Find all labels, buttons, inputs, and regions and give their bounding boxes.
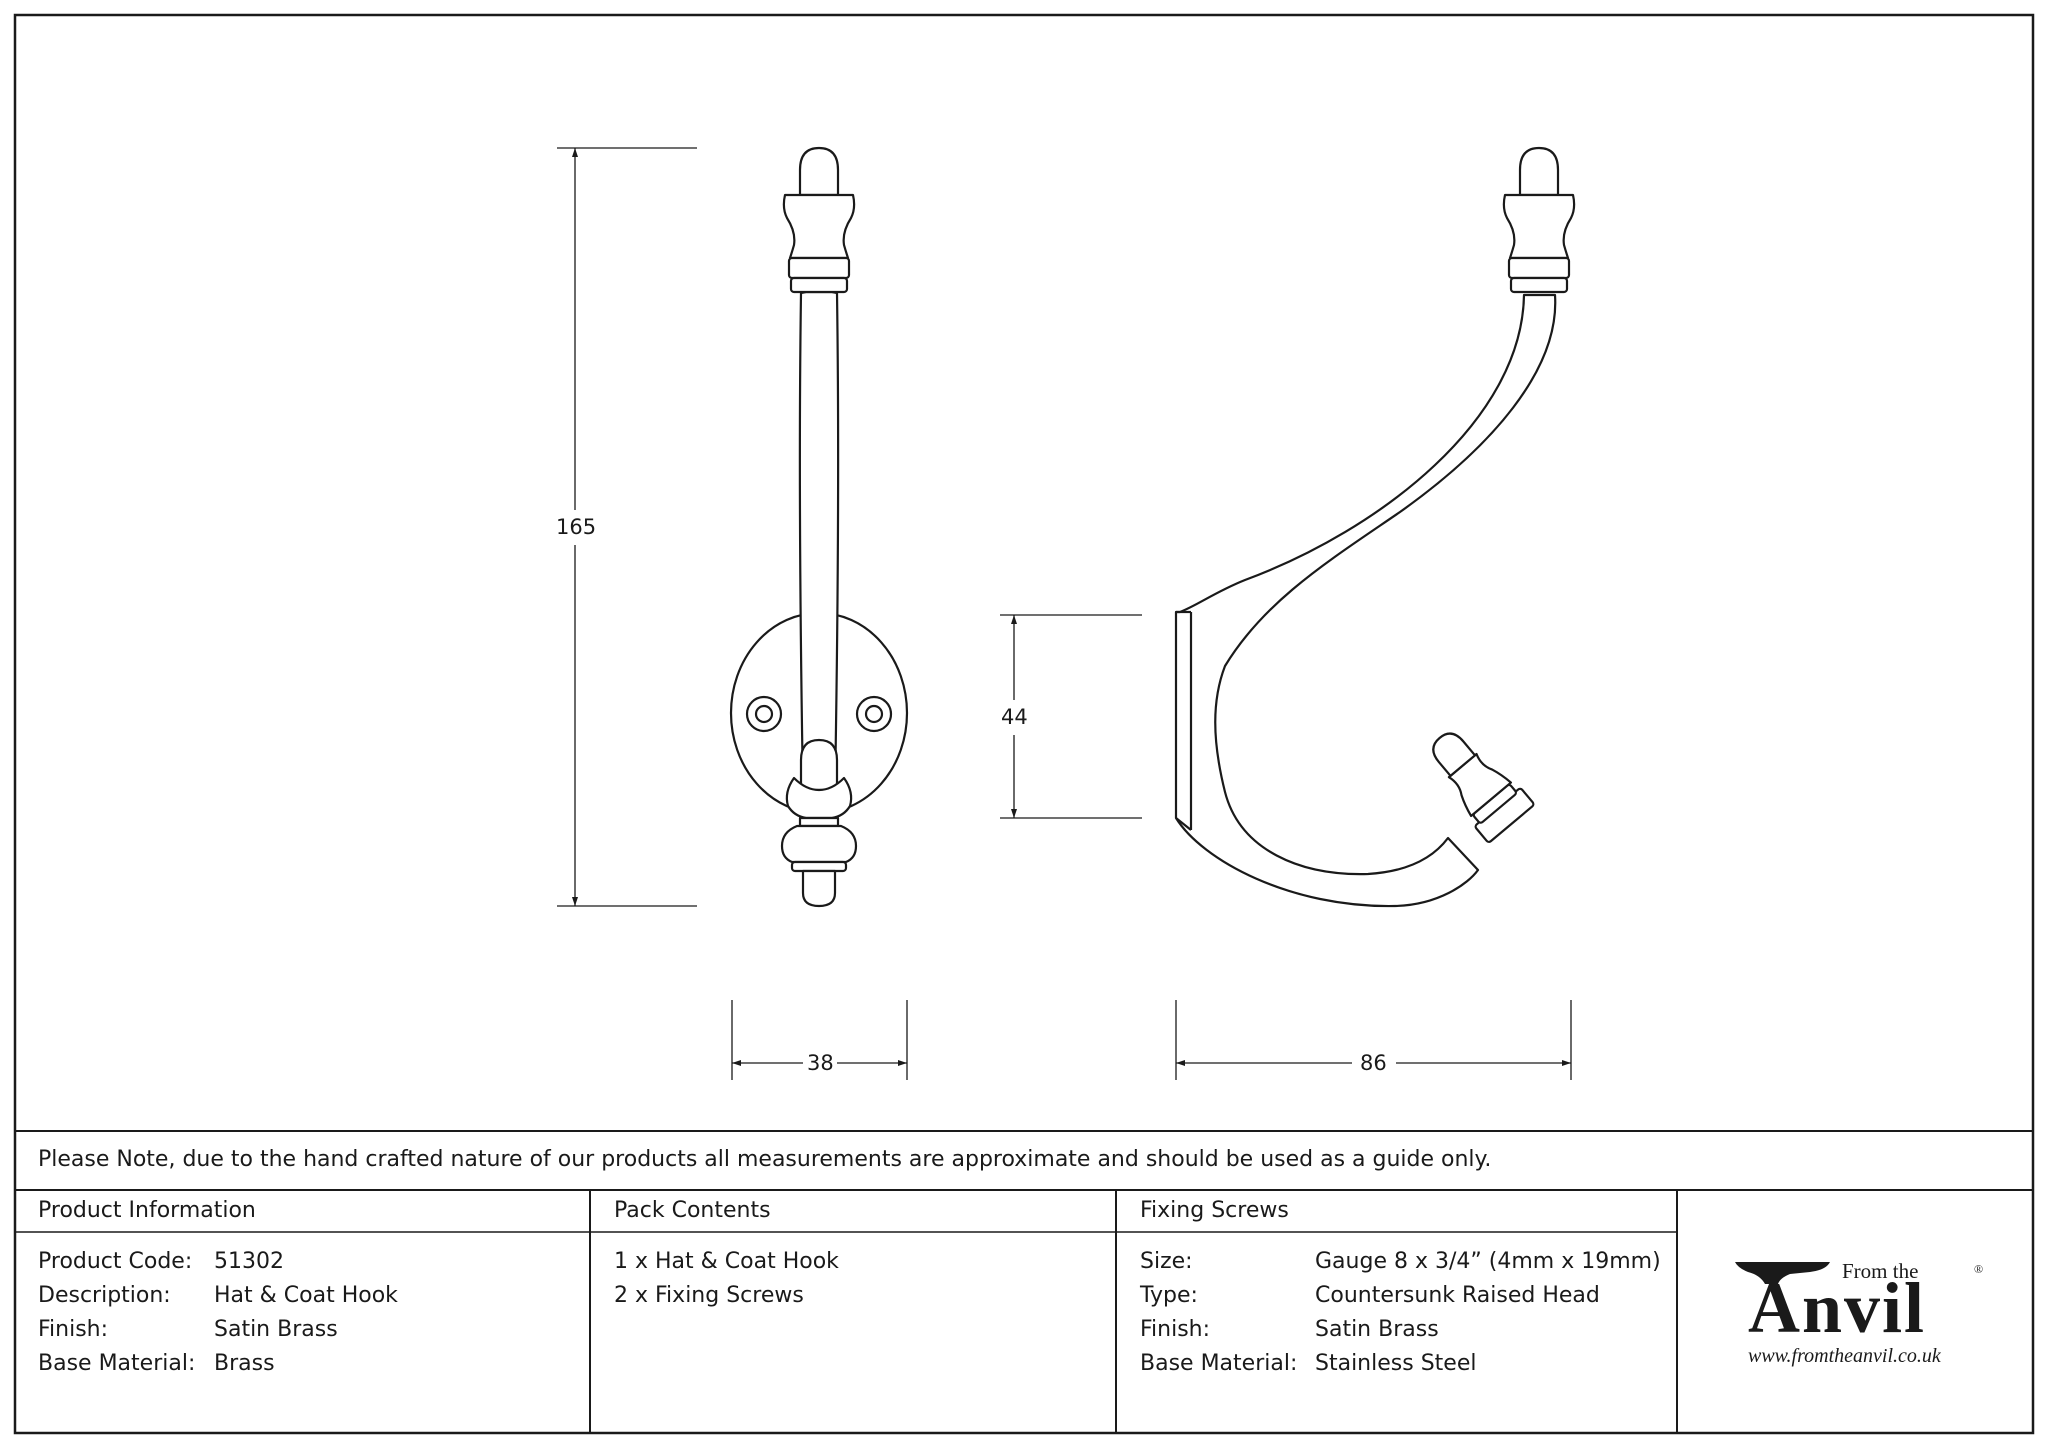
screw-size-value: Gauge 8 x 3/4” (4mm x 19mm) — [1315, 1249, 1661, 1274]
lower-knob — [799, 738, 839, 792]
side-view — [1174, 146, 1576, 908]
dim-projection-width-label: 86 — [1360, 1051, 1387, 1075]
measurement-note: Please Note, due to the hand crafted nat… — [38, 1147, 1492, 1172]
logo-brand-text: Anvil — [1748, 1268, 1927, 1348]
dim-height-label: 165 — [556, 515, 597, 539]
screw-finish-label: Finish: — [1140, 1317, 1211, 1342]
top-knob — [798, 146, 840, 197]
anvil-logo-mark — [1735, 1262, 1830, 1284]
sheet-border — [13, 13, 2035, 1435]
dim-projection-height-label: 44 — [1001, 705, 1028, 729]
description-value: Hat & Coat Hook — [214, 1283, 398, 1308]
screw-size-label: Size: — [1140, 1249, 1193, 1274]
screw-material-value: Stainless Steel — [1315, 1351, 1477, 1376]
product-information-heading: Product Information — [38, 1198, 256, 1223]
dim-front-width-label: 38 — [807, 1051, 834, 1075]
front-view — [729, 146, 909, 908]
screw-type-label: Type: — [1140, 1283, 1198, 1308]
product-code-label: Product Code: — [38, 1249, 193, 1274]
screw-material-label: Base Material: — [1140, 1351, 1298, 1376]
pack-item: 2 x Fixing Screws — [614, 1283, 804, 1308]
logo-url: www.fromtheanvil.co.uk — [1748, 1345, 1941, 1367]
fixing-screws-heading: Fixing Screws — [1140, 1198, 1289, 1223]
hook-body — [1174, 293, 1557, 908]
screw-type-value: Countersunk Raised Head — [1315, 1283, 1600, 1308]
pack-item: 1 x Hat & Coat Hook — [614, 1249, 839, 1274]
product-code-value: 51302 — [214, 1249, 284, 1274]
description-label: Description: — [38, 1283, 171, 1308]
base-material-label: Base Material: — [38, 1351, 196, 1376]
shaft — [798, 290, 840, 792]
screw-finish-value: Satin Brass — [1315, 1317, 1439, 1342]
dimension-lines — [557, 147, 1572, 1080]
pack-contents-heading: Pack Contents — [614, 1198, 771, 1223]
finish-label: Finish: — [38, 1317, 109, 1342]
finish-value: Satin Brass — [214, 1317, 338, 1342]
logo-small-text: From the — [1842, 1259, 1919, 1283]
base-material-value: Brass — [214, 1351, 275, 1376]
logo-registered-mark: ® — [1974, 1262, 1984, 1276]
